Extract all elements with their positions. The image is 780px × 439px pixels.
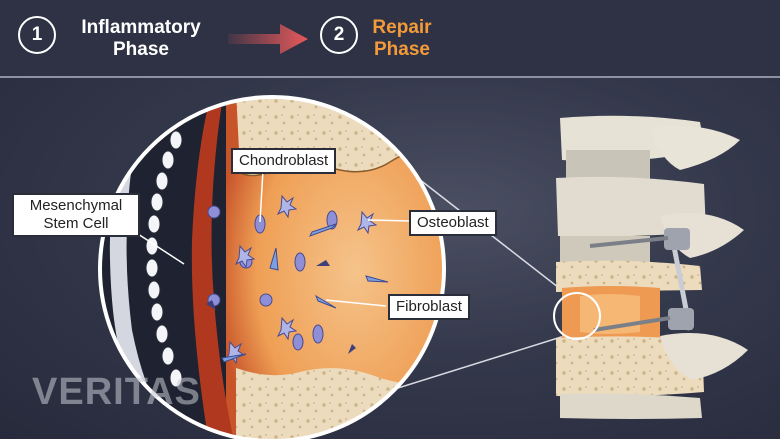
magnified-view bbox=[100, 97, 444, 439]
step-1-title: Inflammatory Phase bbox=[66, 17, 216, 61]
label-mesenchymal-stem-cell: Mesenchymal Stem Cell bbox=[12, 193, 140, 237]
veritas-watermark-logo: VERITAS bbox=[32, 371, 201, 413]
cell-cluster bbox=[206, 194, 389, 365]
step-2-title-line2: Phase bbox=[374, 39, 430, 60]
label-mesenchymal-line1: Mesenchymal bbox=[29, 197, 123, 214]
arrow-right-icon bbox=[228, 24, 308, 54]
label-fibroblast: Fibroblast bbox=[388, 294, 470, 320]
header-divider bbox=[0, 76, 780, 78]
leader-chondroblast bbox=[259, 169, 264, 223]
spine-illustration bbox=[556, 115, 748, 419]
step-2-title-line1: Repair bbox=[372, 17, 432, 38]
leader-osteoblast bbox=[367, 219, 411, 222]
header-bar bbox=[0, 0, 780, 76]
label-osteoblast: Osteoblast bbox=[409, 210, 497, 236]
step-1-number: 1 bbox=[18, 16, 56, 54]
label-chondroblast: Chondroblast bbox=[231, 148, 337, 174]
step-2-number: 2 bbox=[320, 16, 358, 54]
step-1-title-line2: Phase bbox=[113, 39, 169, 60]
label-mesenchymal-line2: Stem Cell bbox=[43, 215, 109, 232]
step-1-title-line1: Inflammatory bbox=[81, 17, 201, 38]
periosteum-cells bbox=[145, 130, 183, 388]
magnified-circle-border bbox=[98, 95, 446, 439]
leader-mesenchymal bbox=[137, 233, 185, 265]
fracture-highlight-ring bbox=[553, 292, 601, 340]
step-2-title: Repair Phase bbox=[362, 17, 442, 61]
leader-fibroblast bbox=[325, 299, 387, 307]
